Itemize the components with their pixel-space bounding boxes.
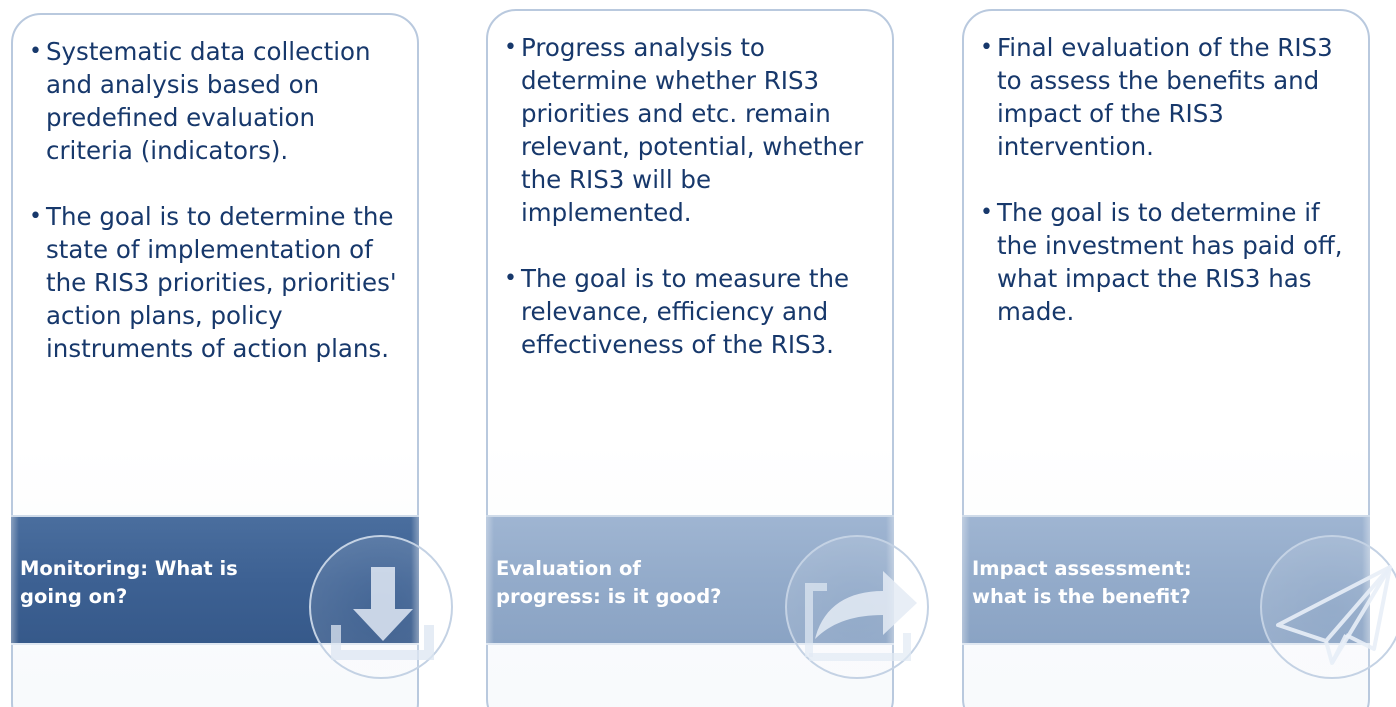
evaluation-bullet-2: The goal is to measure the relevance, ef… [504, 262, 880, 361]
impact-bullets: Final evaluation of the RIS3 to assess t… [980, 31, 1356, 361]
monitoring-bullet-2: The goal is to determine the state of im… [29, 200, 405, 365]
evaluation-title: Evaluation of progress: is it good? [496, 557, 722, 608]
evaluation-bullets: Progress analysis to determine whether R… [504, 31, 880, 394]
monitoring-title: Monitoring: What is going on? [20, 557, 238, 608]
impact-bullet-1: Final evaluation of the RIS3 to assess t… [980, 31, 1356, 163]
impact-title: Impact assessment: what is the benefit? [972, 557, 1192, 608]
evaluation-bullet-1: Progress analysis to determine whether R… [504, 31, 880, 229]
monitoring-bullets: Systematic data collection and analysis … [29, 35, 405, 398]
share-arrow-icon [785, 535, 929, 679]
impact-bullet-2: The goal is to determine if the investme… [980, 196, 1356, 328]
monitoring-bullet-1: Systematic data collection and analysis … [29, 35, 405, 167]
download-arrow-icon [309, 535, 453, 679]
paper-plane-icon [1260, 535, 1396, 679]
